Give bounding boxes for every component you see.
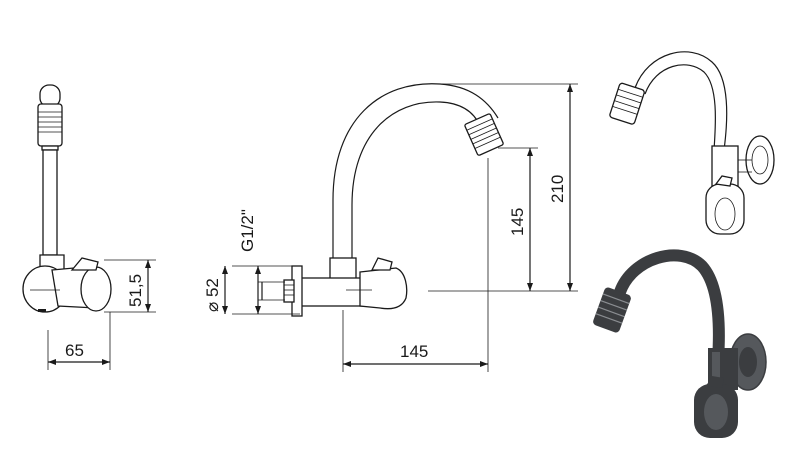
spout-inner xyxy=(351,101,481,258)
spout-outer xyxy=(332,83,499,258)
side-lever xyxy=(70,257,99,271)
side-pipe xyxy=(42,149,58,256)
dim-diameter-label: ⌀ 52 xyxy=(203,278,222,312)
dim-spout-height: 145 xyxy=(428,147,578,292)
side-screw xyxy=(38,309,46,312)
dim-side-height-label: 51,5 xyxy=(126,274,145,307)
front-collar xyxy=(329,257,357,281)
side-view xyxy=(22,84,112,313)
dim-thread-label: G1/2" xyxy=(238,209,257,252)
dim-projection-label: 145 xyxy=(400,342,428,361)
front-nozzle xyxy=(464,113,504,156)
dim-total-height-label: 210 xyxy=(548,175,567,203)
front-lever xyxy=(370,257,393,271)
rendered-nozzle xyxy=(593,287,631,333)
dim-spout-height-label: 145 xyxy=(508,208,527,236)
lineart-handle xyxy=(705,183,745,235)
front-thread xyxy=(283,279,295,303)
lineart-lever xyxy=(714,175,733,187)
dim-side-width: 65 xyxy=(47,312,111,370)
dim-side-width-label: 65 xyxy=(65,341,84,360)
front-handle xyxy=(359,267,408,310)
dim-thread: G1/2" xyxy=(232,209,300,315)
dim-diameter: ⌀ 52 xyxy=(203,266,228,314)
rendered-spout xyxy=(614,249,725,366)
dim-total-height: 210 xyxy=(440,83,578,291)
lineart-nozzle xyxy=(609,82,645,125)
lineart-spout-outer xyxy=(634,51,728,151)
lineart-spout-inner xyxy=(644,64,716,151)
front-view xyxy=(283,83,504,317)
rendered-lever xyxy=(706,376,724,388)
dim-projection: 145 xyxy=(342,158,489,372)
perspective-lineart xyxy=(609,51,775,235)
dim-side-height: 51,5 xyxy=(104,259,156,313)
side-handle-cap xyxy=(80,266,112,312)
side-nozzle-body xyxy=(37,103,63,147)
perspective-rendered xyxy=(593,249,767,438)
